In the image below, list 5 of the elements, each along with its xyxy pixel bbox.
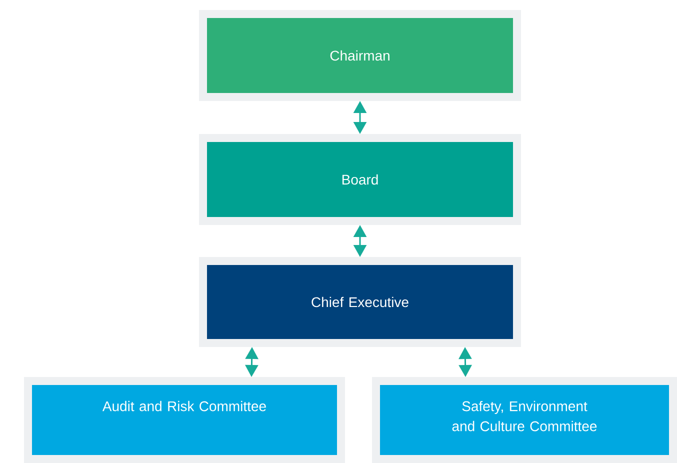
org-box: Chairman — [199, 10, 521, 101]
org-box: Board — [199, 134, 521, 225]
org-box: Chief Executive — [199, 257, 521, 347]
org-box: Safety, Environment and Culture Committee — [372, 377, 677, 463]
org-box: Audit and Risk Committee — [24, 377, 345, 463]
